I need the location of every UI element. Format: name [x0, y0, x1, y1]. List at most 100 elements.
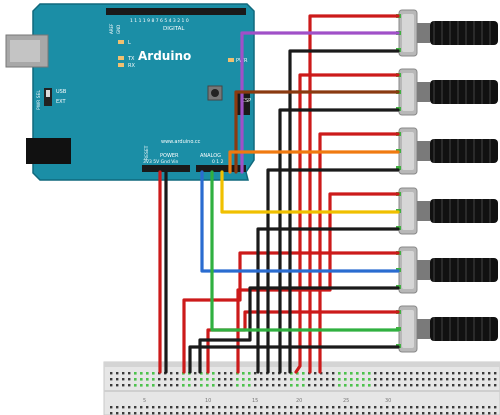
breadboard-hole	[482, 384, 485, 387]
breadboard-hole	[494, 384, 497, 387]
breadboard-hole	[140, 412, 143, 415]
breadboard-hole	[116, 412, 119, 415]
label-analog: ANALOG	[200, 153, 221, 159]
breadboard-hole	[230, 372, 233, 375]
breadboard-hole	[254, 378, 257, 381]
breadboard-hole	[482, 406, 485, 409]
breadboard-hole	[116, 372, 119, 375]
breadboard-hole	[260, 378, 263, 381]
potentiometer[interactable]	[396, 127, 498, 175]
breadboard-hole	[194, 372, 197, 375]
breadboard-hole	[296, 412, 299, 415]
breadboard-hole	[422, 406, 425, 409]
breadboard-hole	[314, 372, 317, 375]
breadboard-hole-active	[356, 372, 359, 375]
breadboard-hole-active	[242, 378, 245, 381]
knob-icon	[430, 199, 498, 223]
breadboard-hole-active	[146, 378, 149, 381]
breadboard-hole	[260, 412, 263, 415]
breadboard-hole-active	[212, 372, 215, 375]
potentiometers	[396, 9, 498, 353]
breadboard-hole	[182, 412, 185, 415]
breadboard-hole	[392, 406, 395, 409]
breadboard-hole	[170, 372, 173, 375]
wires	[158, 14, 400, 374]
breadboard-hole	[116, 384, 119, 387]
breadboard-hole	[458, 406, 461, 409]
breadboard-hole	[176, 412, 179, 415]
breadboard-hole	[386, 372, 389, 375]
breadboard-hole	[338, 412, 341, 415]
breadboard-hole	[164, 378, 167, 381]
breadboard-col-number: 5	[143, 398, 146, 404]
breadboard-hole	[458, 372, 461, 375]
breadboard-hole	[296, 406, 299, 409]
breadboard-hole	[422, 378, 425, 381]
breadboard-hole	[374, 372, 377, 375]
breadboard-hole	[404, 412, 407, 415]
breadboard-hole	[422, 412, 425, 415]
potentiometer[interactable]	[396, 68, 498, 116]
breadboard-hole	[464, 384, 467, 387]
breadboard-hole	[434, 406, 437, 409]
breadboard-hole	[218, 378, 221, 381]
breadboard-hole	[146, 412, 149, 415]
breadboard-hole-active	[140, 384, 143, 387]
breadboard-holes	[110, 372, 497, 415]
breadboard-hole	[386, 378, 389, 381]
breadboard-hole	[266, 412, 269, 415]
wire	[182, 251, 400, 374]
breadboard-hole	[440, 378, 443, 381]
breadboard-hole-active	[302, 384, 305, 387]
breadboard-hole	[470, 384, 473, 387]
breadboard-hole-active	[152, 384, 155, 387]
breadboard-hole	[206, 406, 209, 409]
wire	[256, 227, 400, 374]
breadboard-col-number: 10	[205, 398, 211, 404]
breadboard-hole	[158, 378, 161, 381]
breadboard-hole	[482, 372, 485, 375]
breadboard-hole	[272, 384, 275, 387]
breadboard-hole	[404, 372, 407, 375]
potentiometer[interactable]	[396, 246, 498, 294]
breadboard-hole	[452, 384, 455, 387]
breadboard-hole	[458, 378, 461, 381]
breadboard-hole	[128, 378, 131, 381]
potentiometer[interactable]	[396, 9, 498, 57]
label-tx: TX	[127, 56, 135, 62]
potentiometer[interactable]	[396, 187, 498, 235]
breadboard-hole-active	[146, 384, 149, 387]
breadboard-hole	[284, 372, 287, 375]
breadboard-hole	[392, 372, 395, 375]
wire	[266, 168, 400, 374]
breadboard-hole	[404, 406, 407, 409]
breadboard-hole	[344, 406, 347, 409]
breadboard-hole	[122, 378, 125, 381]
breadboard-hole-active	[362, 372, 365, 375]
breadboard-hole-active	[290, 378, 293, 381]
breadboard-hole	[260, 406, 263, 409]
breadboard-hole	[488, 378, 491, 381]
breadboard-hole	[488, 372, 491, 375]
breadboard-hole-active	[236, 378, 239, 381]
breadboard-hole	[236, 406, 239, 409]
breadboard-col-number: 25	[343, 398, 349, 404]
breadboard-hole	[110, 412, 113, 415]
wire	[200, 170, 400, 273]
breadboard-hole	[464, 406, 467, 409]
breadboard-hole	[170, 378, 173, 381]
breadboard-hole-active	[296, 384, 299, 387]
breadboard-hole	[194, 378, 197, 381]
breadboard-hole-active	[338, 384, 341, 387]
breadboard-hole	[374, 412, 377, 415]
breadboard-hole	[254, 406, 257, 409]
breadboard-hole	[152, 406, 155, 409]
breadboard-hole	[194, 384, 197, 387]
breadboard-hole	[410, 384, 413, 387]
breadboard-hole	[110, 384, 113, 387]
potentiometer[interactable]	[396, 305, 498, 353]
breadboard-hole	[356, 412, 359, 415]
breadboard-hole	[494, 412, 497, 415]
breadboard-hole-active	[356, 378, 359, 381]
wire	[220, 170, 400, 214]
